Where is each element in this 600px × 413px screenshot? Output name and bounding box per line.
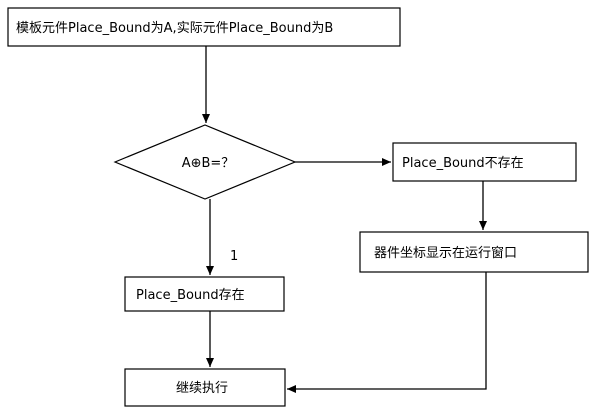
start-box: 模板元件Place_Bound为A,实际元件Place_Bound为B — [7, 7, 401, 47]
arrow-show-coords-to-continue — [287, 272, 487, 393]
decision-label: A⊕B=？ — [182, 156, 235, 171]
continue-label: 继续执行 — [176, 381, 228, 396]
exists-box: Place_Bound存在 — [124, 276, 285, 312]
show-coords-label: 器件坐标显示在运行窗口 — [374, 245, 517, 261]
exists-label: Place_Bound存在 — [136, 288, 245, 303]
continue-box: 继续执行 — [124, 368, 286, 407]
edge-label-one: 1 — [230, 249, 238, 264]
not-exist-box: Place_Bound不存在 — [392, 142, 577, 182]
start-box-label: 模板元件Place_Bound为A,实际元件Place_Bound为B — [16, 21, 333, 36]
show-coords-box: 器件坐标显示在运行窗口 — [359, 231, 589, 273]
decision-diamond: A⊕B=？ — [113, 124, 297, 200]
not-exist-label: Place_Bound不存在 — [402, 156, 524, 171]
